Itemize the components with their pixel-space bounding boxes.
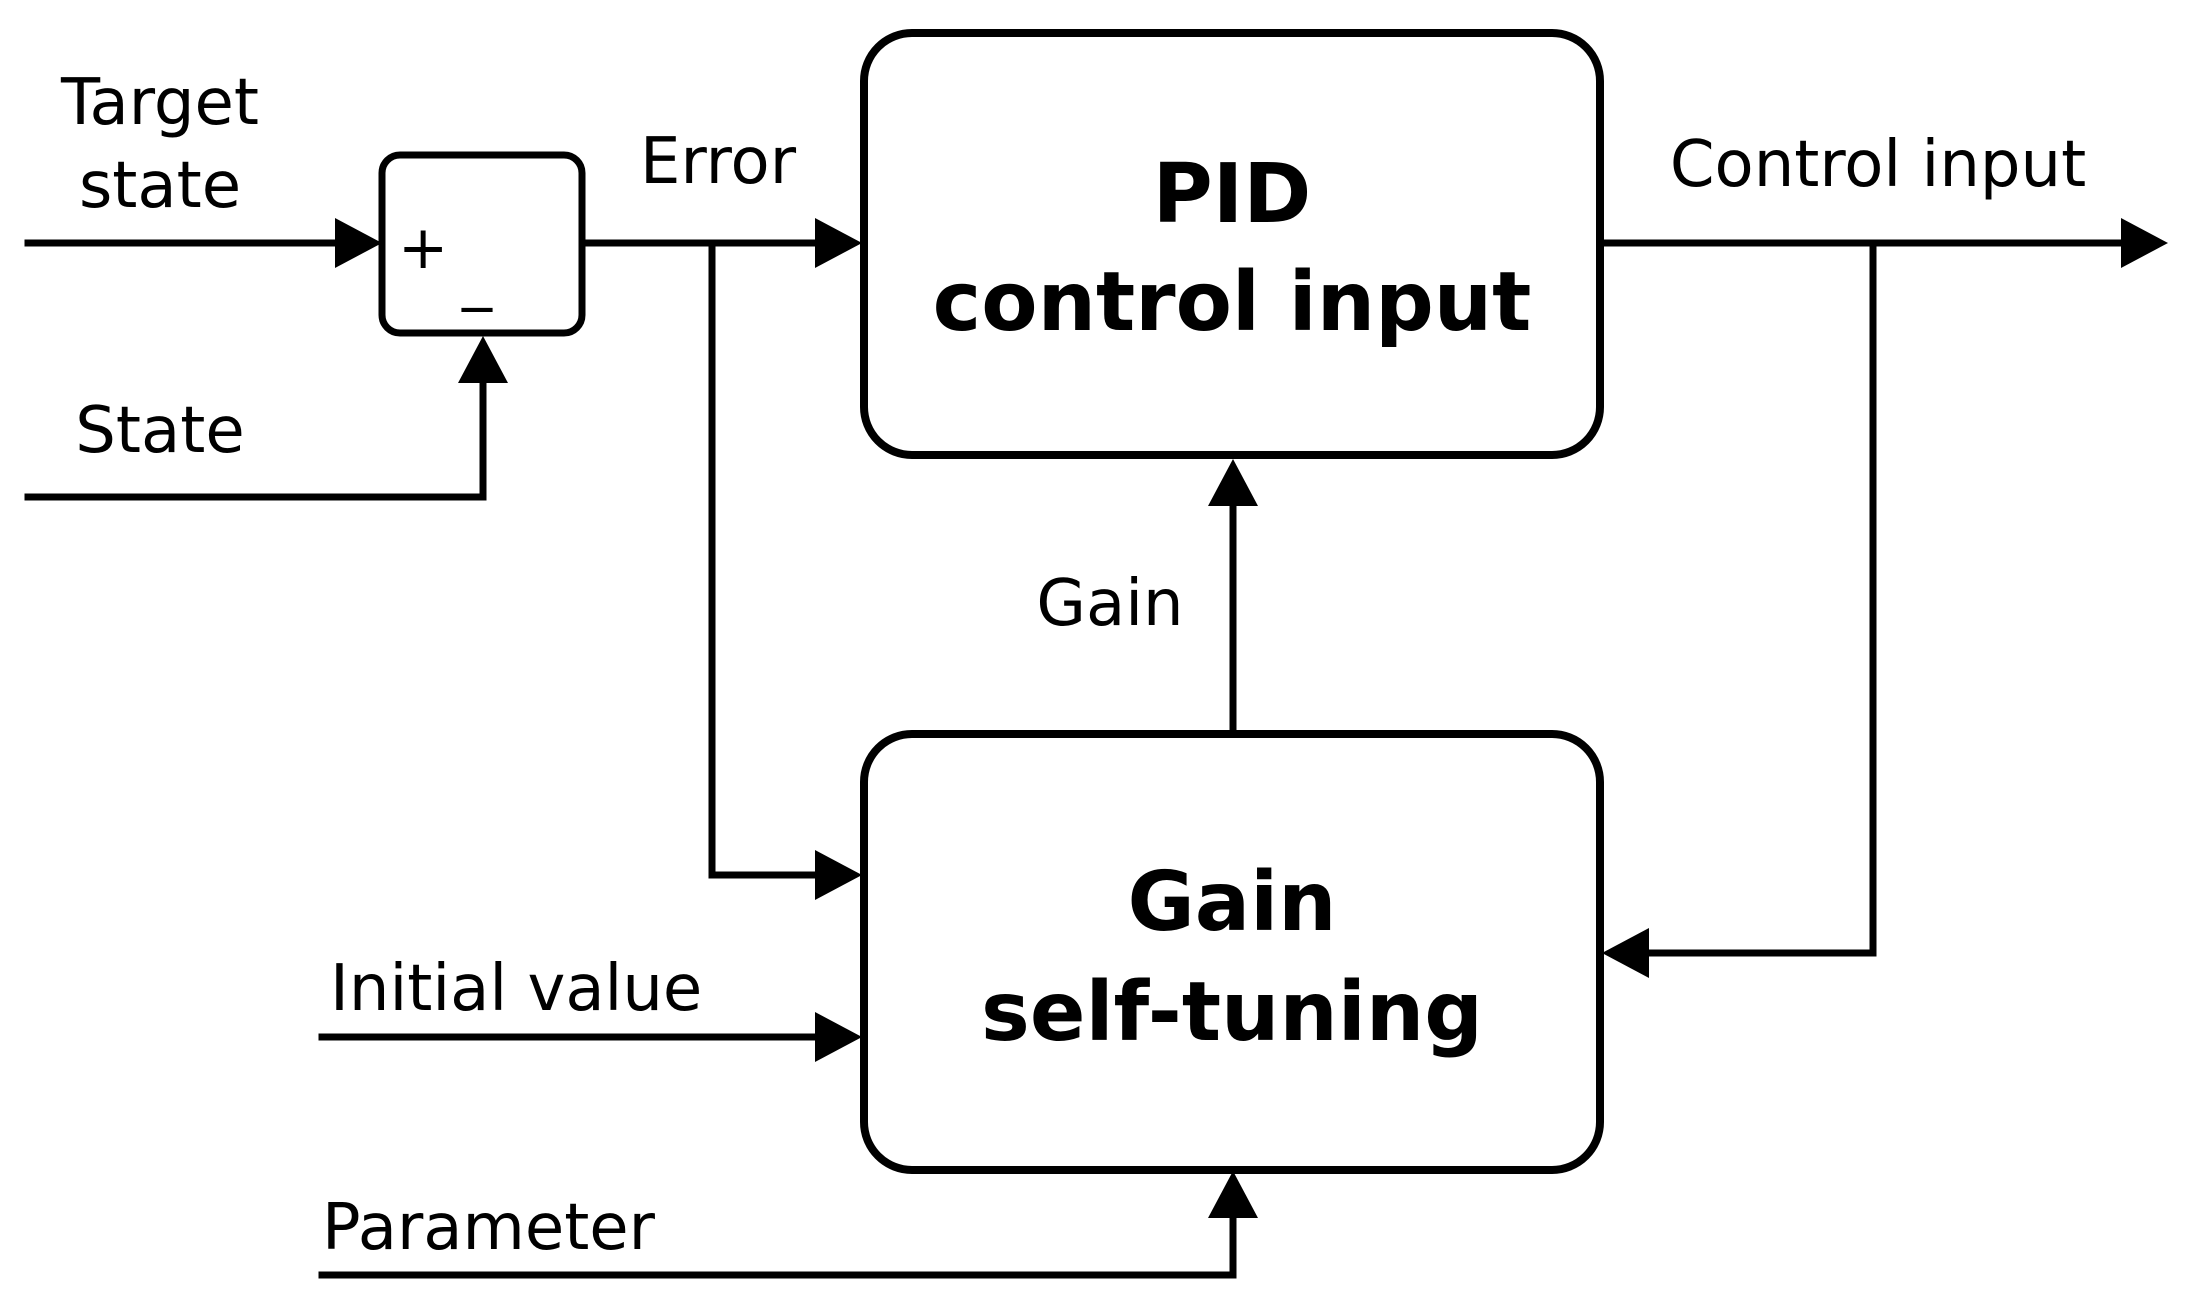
error-arrowhead (815, 218, 862, 268)
gain-block-subtitle: self-tuning (981, 965, 1483, 1060)
summing-plus-sign: + (398, 213, 448, 283)
pid-block-subtitle: control input (933, 255, 1532, 350)
target-state-label-line2: state (79, 149, 241, 223)
target-state-label-line1: Target (60, 66, 259, 140)
gain-arrowhead (1208, 459, 1258, 506)
gain-self-tuning-block (860, 730, 1604, 1174)
parameter-arrowhead (1208, 1171, 1258, 1218)
gain-label: Gain (1036, 567, 1183, 641)
control-input-label: Control input (1670, 128, 2086, 202)
summing-junction (378, 151, 586, 337)
error-branch-arrowhead (815, 850, 862, 900)
gain-block-title: Gain (1127, 855, 1336, 950)
error-branch-wire (708, 239, 824, 879)
pid-block-title: PID (1153, 147, 1312, 242)
initial-value-arrowhead (815, 1012, 862, 1062)
state-arrowhead (458, 336, 508, 383)
state-label: State (75, 394, 244, 468)
target-state-arrowhead (335, 218, 382, 268)
state-wire (24, 376, 487, 501)
feedback-arrowhead (1602, 928, 1649, 978)
control-output-arrowhead (2121, 218, 2168, 268)
parameter-label: Parameter (322, 1191, 656, 1265)
summing-minus-sign: _ (461, 243, 493, 313)
control-feedback-wire (1636, 239, 1877, 957)
parameter-wire (318, 1206, 1237, 1279)
initial-value-label: Initial value (330, 952, 702, 1026)
error-label: Error (640, 125, 797, 199)
pid-control-input-block (860, 29, 1604, 459)
